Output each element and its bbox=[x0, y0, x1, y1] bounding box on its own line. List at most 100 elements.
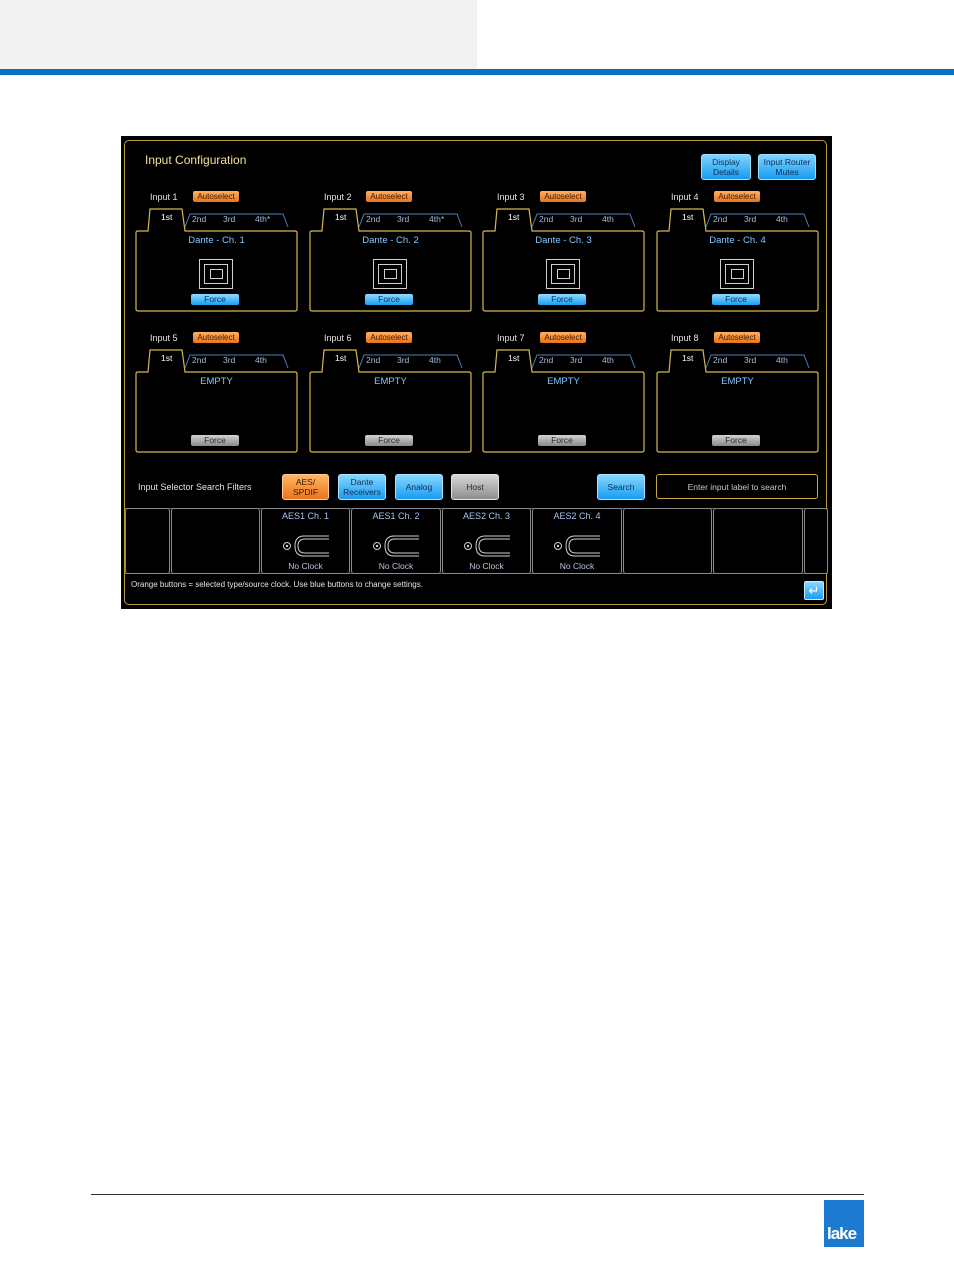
input-1-autoselect-button[interactable]: Autoselect bbox=[193, 191, 239, 202]
selector-slot-empty[interactable] bbox=[171, 508, 260, 574]
input-8-tab-4th[interactable]: 4th bbox=[776, 355, 788, 365]
input-8-autoselect-button[interactable]: Autoselect bbox=[714, 332, 760, 343]
input-4-tab-2nd[interactable]: 2nd bbox=[713, 214, 728, 224]
input-1-tab-2nd[interactable]: 2nd bbox=[192, 214, 207, 224]
ethernet-icon bbox=[720, 259, 754, 289]
filter-aes-spdif-button[interactable]: AES/ SPDIF bbox=[282, 474, 329, 500]
page-header-band bbox=[0, 0, 477, 69]
input-3-tab-1st[interactable]: 1st bbox=[508, 212, 520, 222]
input-6-tab-4th[interactable]: 4th bbox=[429, 355, 441, 365]
header-rule bbox=[0, 69, 954, 75]
input-8-source: EMPTY bbox=[721, 376, 754, 387]
input-8-tab-2nd[interactable]: 2nd bbox=[713, 355, 728, 365]
input-3-card: 1st 2nd 3rd 4th Dante - Ch. 3 Force bbox=[482, 207, 645, 312]
search-filters-label: Input Selector Search Filters bbox=[138, 482, 252, 492]
input-1-tab-1st[interactable]: 1st bbox=[161, 212, 173, 222]
selector-slot-empty[interactable] bbox=[623, 508, 712, 574]
input-1-source: Dante - Ch. 1 bbox=[188, 235, 245, 246]
screen-frame bbox=[124, 140, 827, 605]
input-5-source: EMPTY bbox=[200, 376, 233, 387]
input-8-force-button[interactable]: Force bbox=[712, 435, 760, 446]
input-6-autoselect-button[interactable]: Autoselect bbox=[366, 332, 412, 343]
input-configuration-screen: Input Configuration Display Details Inpu… bbox=[121, 136, 832, 609]
selector-slot-empty[interactable] bbox=[713, 508, 803, 574]
selector-slot-aes1-ch2[interactable]: AES1 Ch. 2 No Clock bbox=[351, 508, 441, 574]
input-5-tab-2nd[interactable]: 2nd bbox=[192, 355, 207, 365]
input-4-force-button[interactable]: Force bbox=[712, 294, 760, 305]
enter-return-button[interactable]: ↵ bbox=[804, 581, 824, 600]
input-6-force-button[interactable]: Force bbox=[365, 435, 413, 446]
input-8-tab-1st[interactable]: 1st bbox=[682, 353, 694, 363]
slot-name: AES2 Ch. 4 bbox=[553, 511, 601, 521]
slot-name: AES2 Ch. 3 bbox=[462, 511, 511, 521]
input-3-source: Dante - Ch. 3 bbox=[535, 235, 592, 246]
xlr-connector-icon bbox=[554, 535, 600, 557]
card-outline bbox=[482, 349, 645, 453]
slot-clock: No Clock bbox=[559, 561, 595, 571]
input-5-tab-1st[interactable]: 1st bbox=[161, 353, 173, 363]
input-4-source: Dante - Ch. 4 bbox=[709, 235, 766, 246]
input-7-card: 1st 2nd 3rd 4th EMPTY Force bbox=[482, 348, 645, 453]
input-7-tab-1st[interactable]: 1st bbox=[508, 353, 520, 363]
input-2-tab-4th[interactable]: 4th* bbox=[429, 214, 445, 224]
card-outline bbox=[309, 208, 472, 312]
input-6-tab-3rd[interactable]: 3rd bbox=[397, 355, 410, 365]
input-2-tab-1st[interactable]: 1st bbox=[335, 212, 347, 222]
filter-analog-button[interactable]: Analog bbox=[395, 474, 443, 500]
input-1-force-button[interactable]: Force bbox=[191, 294, 239, 305]
input-3-autoselect-button[interactable]: Autoselect bbox=[540, 191, 586, 202]
selector-slot-aes2-ch4[interactable]: AES2 Ch. 4 No Clock bbox=[532, 508, 622, 574]
input-1-label: Input 1 bbox=[150, 192, 178, 202]
slot-clock: No Clock bbox=[378, 561, 414, 571]
input-5-tab-3rd[interactable]: 3rd bbox=[223, 355, 236, 365]
search-input[interactable]: Enter input label to search bbox=[656, 474, 818, 499]
input-4-tab-4th[interactable]: 4th bbox=[776, 214, 788, 224]
selector-slot-empty[interactable] bbox=[125, 508, 170, 574]
input-1-tab-3rd[interactable]: 3rd bbox=[223, 214, 236, 224]
input-3-tab-3rd[interactable]: 3rd bbox=[570, 214, 583, 224]
input-5-autoselect-button[interactable]: Autoselect bbox=[193, 332, 239, 343]
input-7-tab-4th[interactable]: 4th bbox=[602, 355, 614, 365]
xlr-connector-icon bbox=[373, 535, 419, 557]
filter-host-button[interactable]: Host bbox=[451, 474, 499, 500]
input-7-label: Input 7 bbox=[497, 333, 525, 343]
input-8-tab-3rd[interactable]: 3rd bbox=[744, 355, 757, 365]
ethernet-icon bbox=[373, 259, 407, 289]
input-5-tab-4th[interactable]: 4th bbox=[255, 355, 267, 365]
input-router-mutes-button[interactable]: Input Router Mutes bbox=[758, 154, 816, 180]
input-3-force-button[interactable]: Force bbox=[538, 294, 586, 305]
input-7-force-button[interactable]: Force bbox=[538, 435, 586, 446]
input-4-card: 1st 2nd 3rd 4th Dante - Ch. 4 Force bbox=[656, 207, 819, 312]
input-2-force-button[interactable]: Force bbox=[365, 294, 413, 305]
input-6-tab-1st[interactable]: 1st bbox=[335, 353, 347, 363]
input-1-card: 1st 2nd 3rd 4th* Dante - Ch. 1 Force bbox=[135, 207, 298, 312]
input-7-tab-3rd[interactable]: 3rd bbox=[570, 355, 583, 365]
input-6-tab-2nd[interactable]: 2nd bbox=[366, 355, 381, 365]
input-5-force-button[interactable]: Force bbox=[191, 435, 239, 446]
filter-dante-receivers-button[interactable]: Dante Receivers bbox=[338, 474, 386, 500]
selector-slot-aes1-ch1[interactable]: AES1 Ch. 1 No Clock bbox=[261, 508, 350, 574]
input-7-tab-2nd[interactable]: 2nd bbox=[539, 355, 554, 365]
input-8-label: Input 8 bbox=[671, 333, 699, 343]
input-3-tab-2nd[interactable]: 2nd bbox=[539, 214, 554, 224]
input-4-tab-3rd[interactable]: 3rd bbox=[744, 214, 757, 224]
input-2-tab-2nd[interactable]: 2nd bbox=[366, 214, 381, 224]
display-details-button[interactable]: Display Details bbox=[701, 154, 751, 180]
search-button[interactable]: Search bbox=[597, 474, 645, 500]
slot-name: AES1 Ch. 1 bbox=[281, 511, 330, 521]
card-outline bbox=[135, 208, 298, 312]
selector-slot-empty[interactable] bbox=[804, 508, 828, 574]
input-4-autoselect-button[interactable]: Autoselect bbox=[714, 191, 760, 202]
slot-clock: No Clock bbox=[288, 561, 323, 571]
input-2-tab-3rd[interactable]: 3rd bbox=[397, 214, 410, 224]
input-3-tab-4th[interactable]: 4th bbox=[602, 214, 614, 224]
input-1-tab-4th[interactable]: 4th* bbox=[255, 214, 271, 224]
slot-clock: No Clock bbox=[469, 561, 504, 571]
input-4-tab-1st[interactable]: 1st bbox=[682, 212, 694, 222]
card-outline bbox=[656, 208, 819, 312]
input-2-autoselect-button[interactable]: Autoselect bbox=[366, 191, 412, 202]
selector-slot-aes2-ch3[interactable]: AES2 Ch. 3 No Clock bbox=[442, 508, 531, 574]
input-6-label: Input 6 bbox=[324, 333, 352, 343]
input-7-autoselect-button[interactable]: Autoselect bbox=[540, 332, 586, 343]
card-outline bbox=[482, 208, 645, 312]
